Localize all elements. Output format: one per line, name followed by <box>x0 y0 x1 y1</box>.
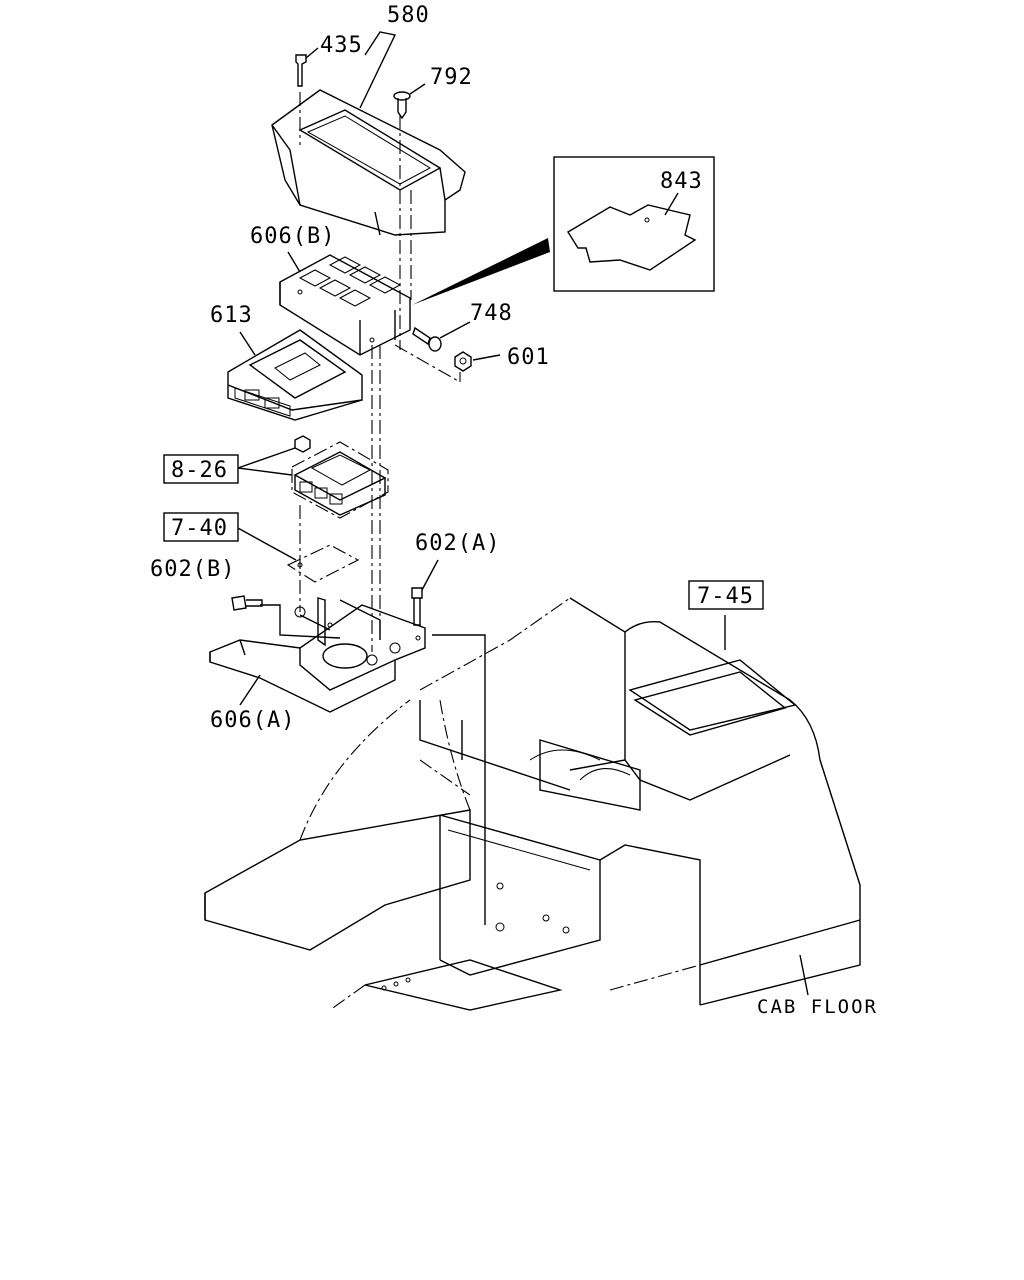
bolt-602b <box>231 595 263 611</box>
nut-601 <box>454 351 501 372</box>
ref-8-26[interactable]: 8-26 <box>171 458 228 483</box>
label-613: 613 <box>210 303 253 328</box>
ref-7-45[interactable]: 7-45 <box>697 584 754 609</box>
cover-580 <box>271 31 466 350</box>
label-748: 748 <box>470 301 513 326</box>
pad-7-40 <box>235 526 360 583</box>
bolt-748 <box>412 321 471 352</box>
label-602a: 602(A) <box>415 531 500 556</box>
label-602b: 602(B) <box>150 557 235 582</box>
label-843: 843 <box>660 169 703 194</box>
label-606b: 606(B) <box>250 224 335 249</box>
inset-843 <box>412 156 715 305</box>
ref-7-40[interactable]: 7-40 <box>171 516 228 541</box>
bracket-606a <box>209 597 486 925</box>
label-601: 601 <box>507 345 550 370</box>
ref-box-8-26[interactable] <box>163 454 239 484</box>
label-435: 435 <box>320 33 363 58</box>
ref-box-7-40[interactable] <box>163 512 239 542</box>
ref-box-7-45[interactable] <box>688 580 764 610</box>
bracket-606b <box>279 251 461 652</box>
bolt-435 <box>295 47 319 87</box>
clip-792 <box>393 83 426 120</box>
label-cab-floor: CAB FLOOR <box>757 996 878 1018</box>
label-580: 580 <box>387 3 430 28</box>
bolt-602a <box>411 559 439 626</box>
label-792: 792 <box>430 65 473 90</box>
controller-613 <box>227 329 363 421</box>
cab-floor-drawing <box>204 597 861 1011</box>
label-606a: 606(A) <box>210 708 295 733</box>
module-8-26 <box>237 435 389 612</box>
